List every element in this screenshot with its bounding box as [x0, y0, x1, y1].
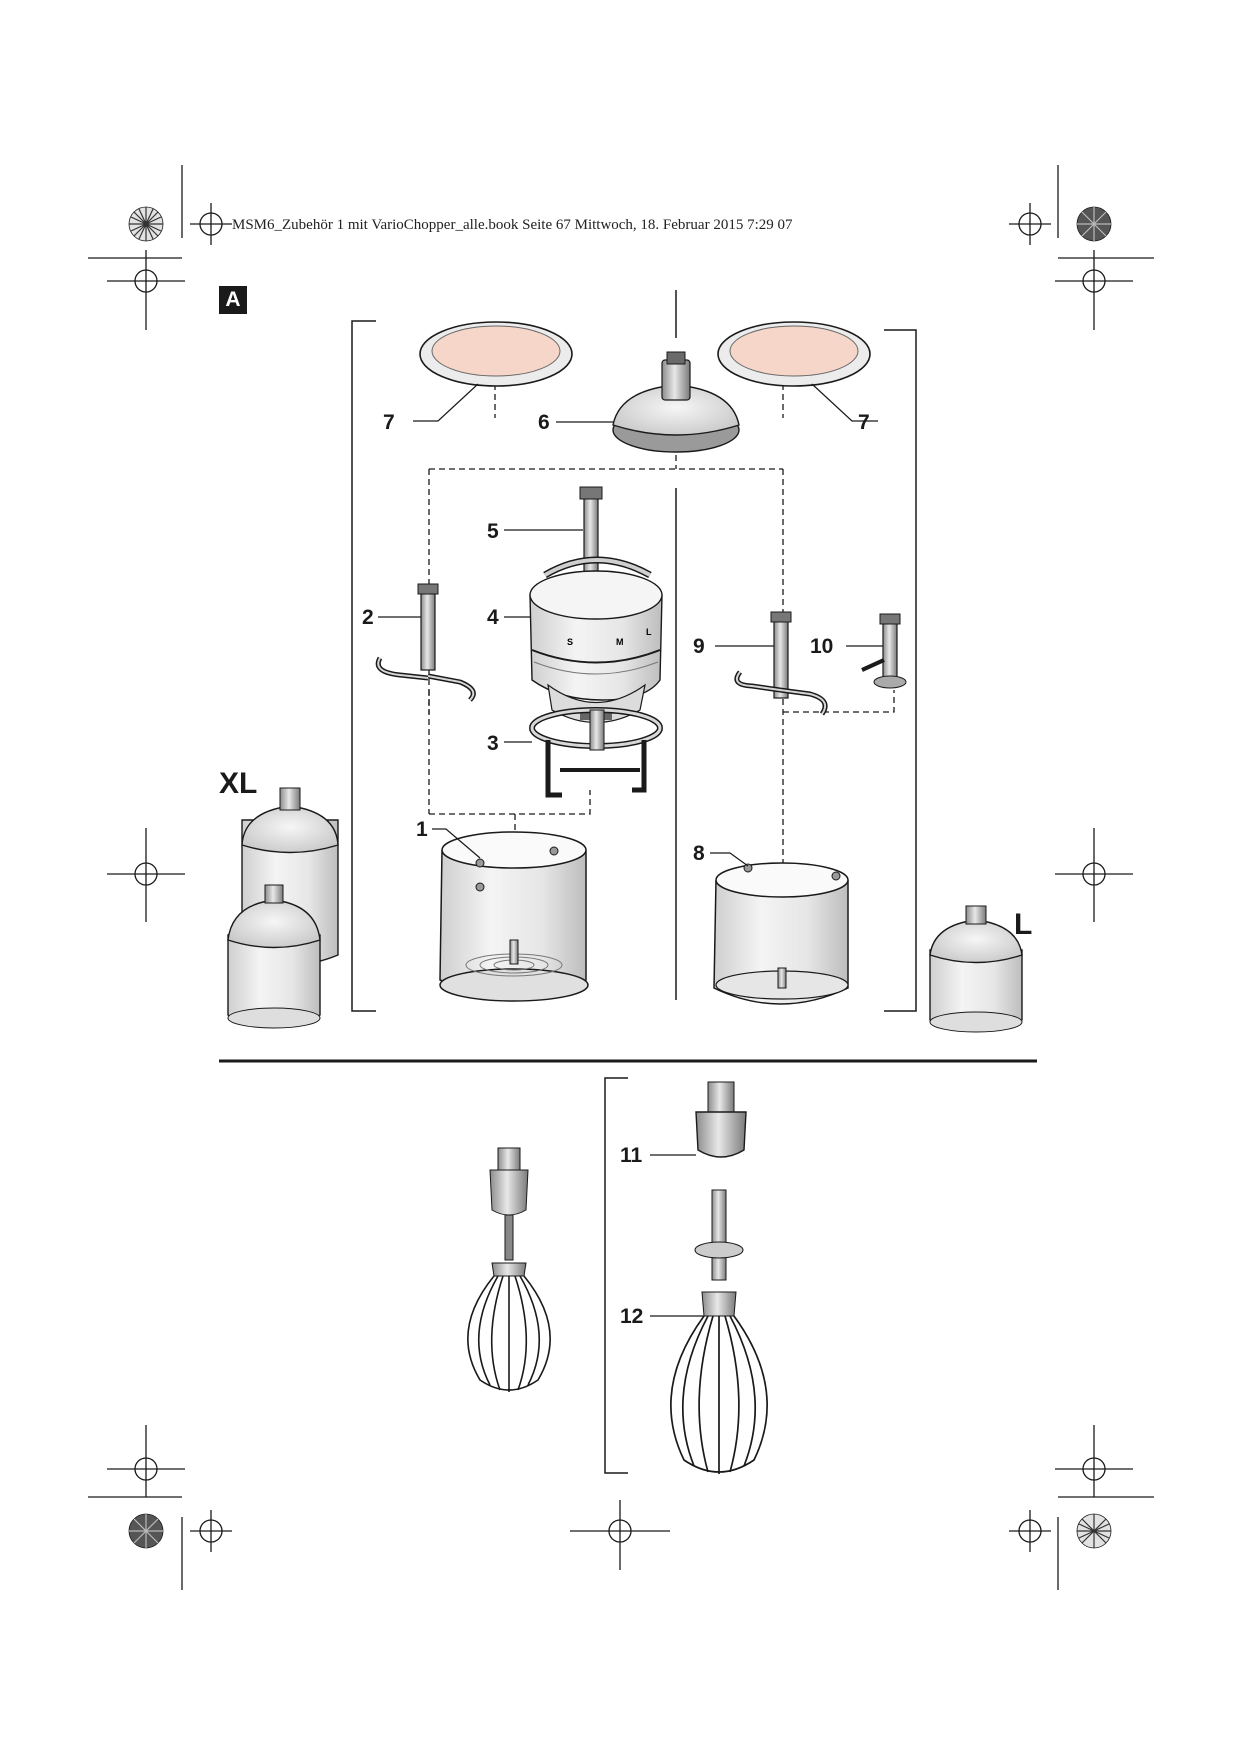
ice-crusher-blade — [861, 613, 907, 689]
bowl-xl — [439, 831, 589, 1002]
size-label-l: L — [1014, 908, 1032, 941]
print-target-wheels — [128, 206, 1112, 1549]
storage-lid-left — [419, 321, 573, 387]
storage-lid-right — [717, 321, 871, 387]
drive-lid — [612, 351, 740, 453]
callout-3: 3 — [487, 732, 499, 755]
assembled-xl-chopper — [227, 787, 339, 1029]
svg-text:M: M — [616, 637, 624, 647]
whisk-assembled — [467, 1147, 551, 1392]
callout-leaders — [378, 383, 883, 1317]
svg-text:L: L — [646, 627, 652, 637]
callout-1: 1 — [416, 818, 428, 841]
callout-9: 9 — [693, 635, 705, 658]
callout-7-right: 7 — [858, 411, 870, 434]
callout-10: 10 — [810, 635, 833, 658]
callout-12: 12 — [620, 1305, 643, 1328]
bowl-l — [713, 862, 849, 1005]
group-brackets — [351, 290, 917, 1474]
blade-insert-left — [375, 583, 476, 702]
whisk-coupling — [695, 1081, 747, 1158]
size-label-xl: XL — [219, 767, 257, 800]
callout-6: 6 — [538, 411, 550, 434]
callout-5: 5 — [487, 520, 499, 543]
callout-numbers: 7 6 7 5 2 4 9 10 3 1 8 11 12 — [362, 411, 870, 1328]
callout-2: 2 — [362, 606, 374, 629]
assembled-l-chopper — [929, 905, 1023, 1033]
vario-chopper-housing: S M L — [529, 556, 663, 724]
callout-11: 11 — [620, 1144, 643, 1167]
chopper-stand — [529, 707, 663, 798]
section-badge: A — [219, 286, 247, 314]
registration-marks — [88, 165, 1154, 1590]
svg-text:S: S — [567, 637, 573, 647]
whisk-large — [670, 1189, 768, 1474]
callout-8: 8 — [693, 842, 705, 865]
callout-7-left: 7 — [383, 411, 395, 434]
chopper-blade-shaft — [579, 486, 603, 581]
callout-4: 4 — [487, 606, 499, 629]
blade-insert-right — [734, 611, 828, 716]
file-header: MSM6_Zubehör 1 mit VarioChopper_alle.boo… — [232, 217, 793, 233]
